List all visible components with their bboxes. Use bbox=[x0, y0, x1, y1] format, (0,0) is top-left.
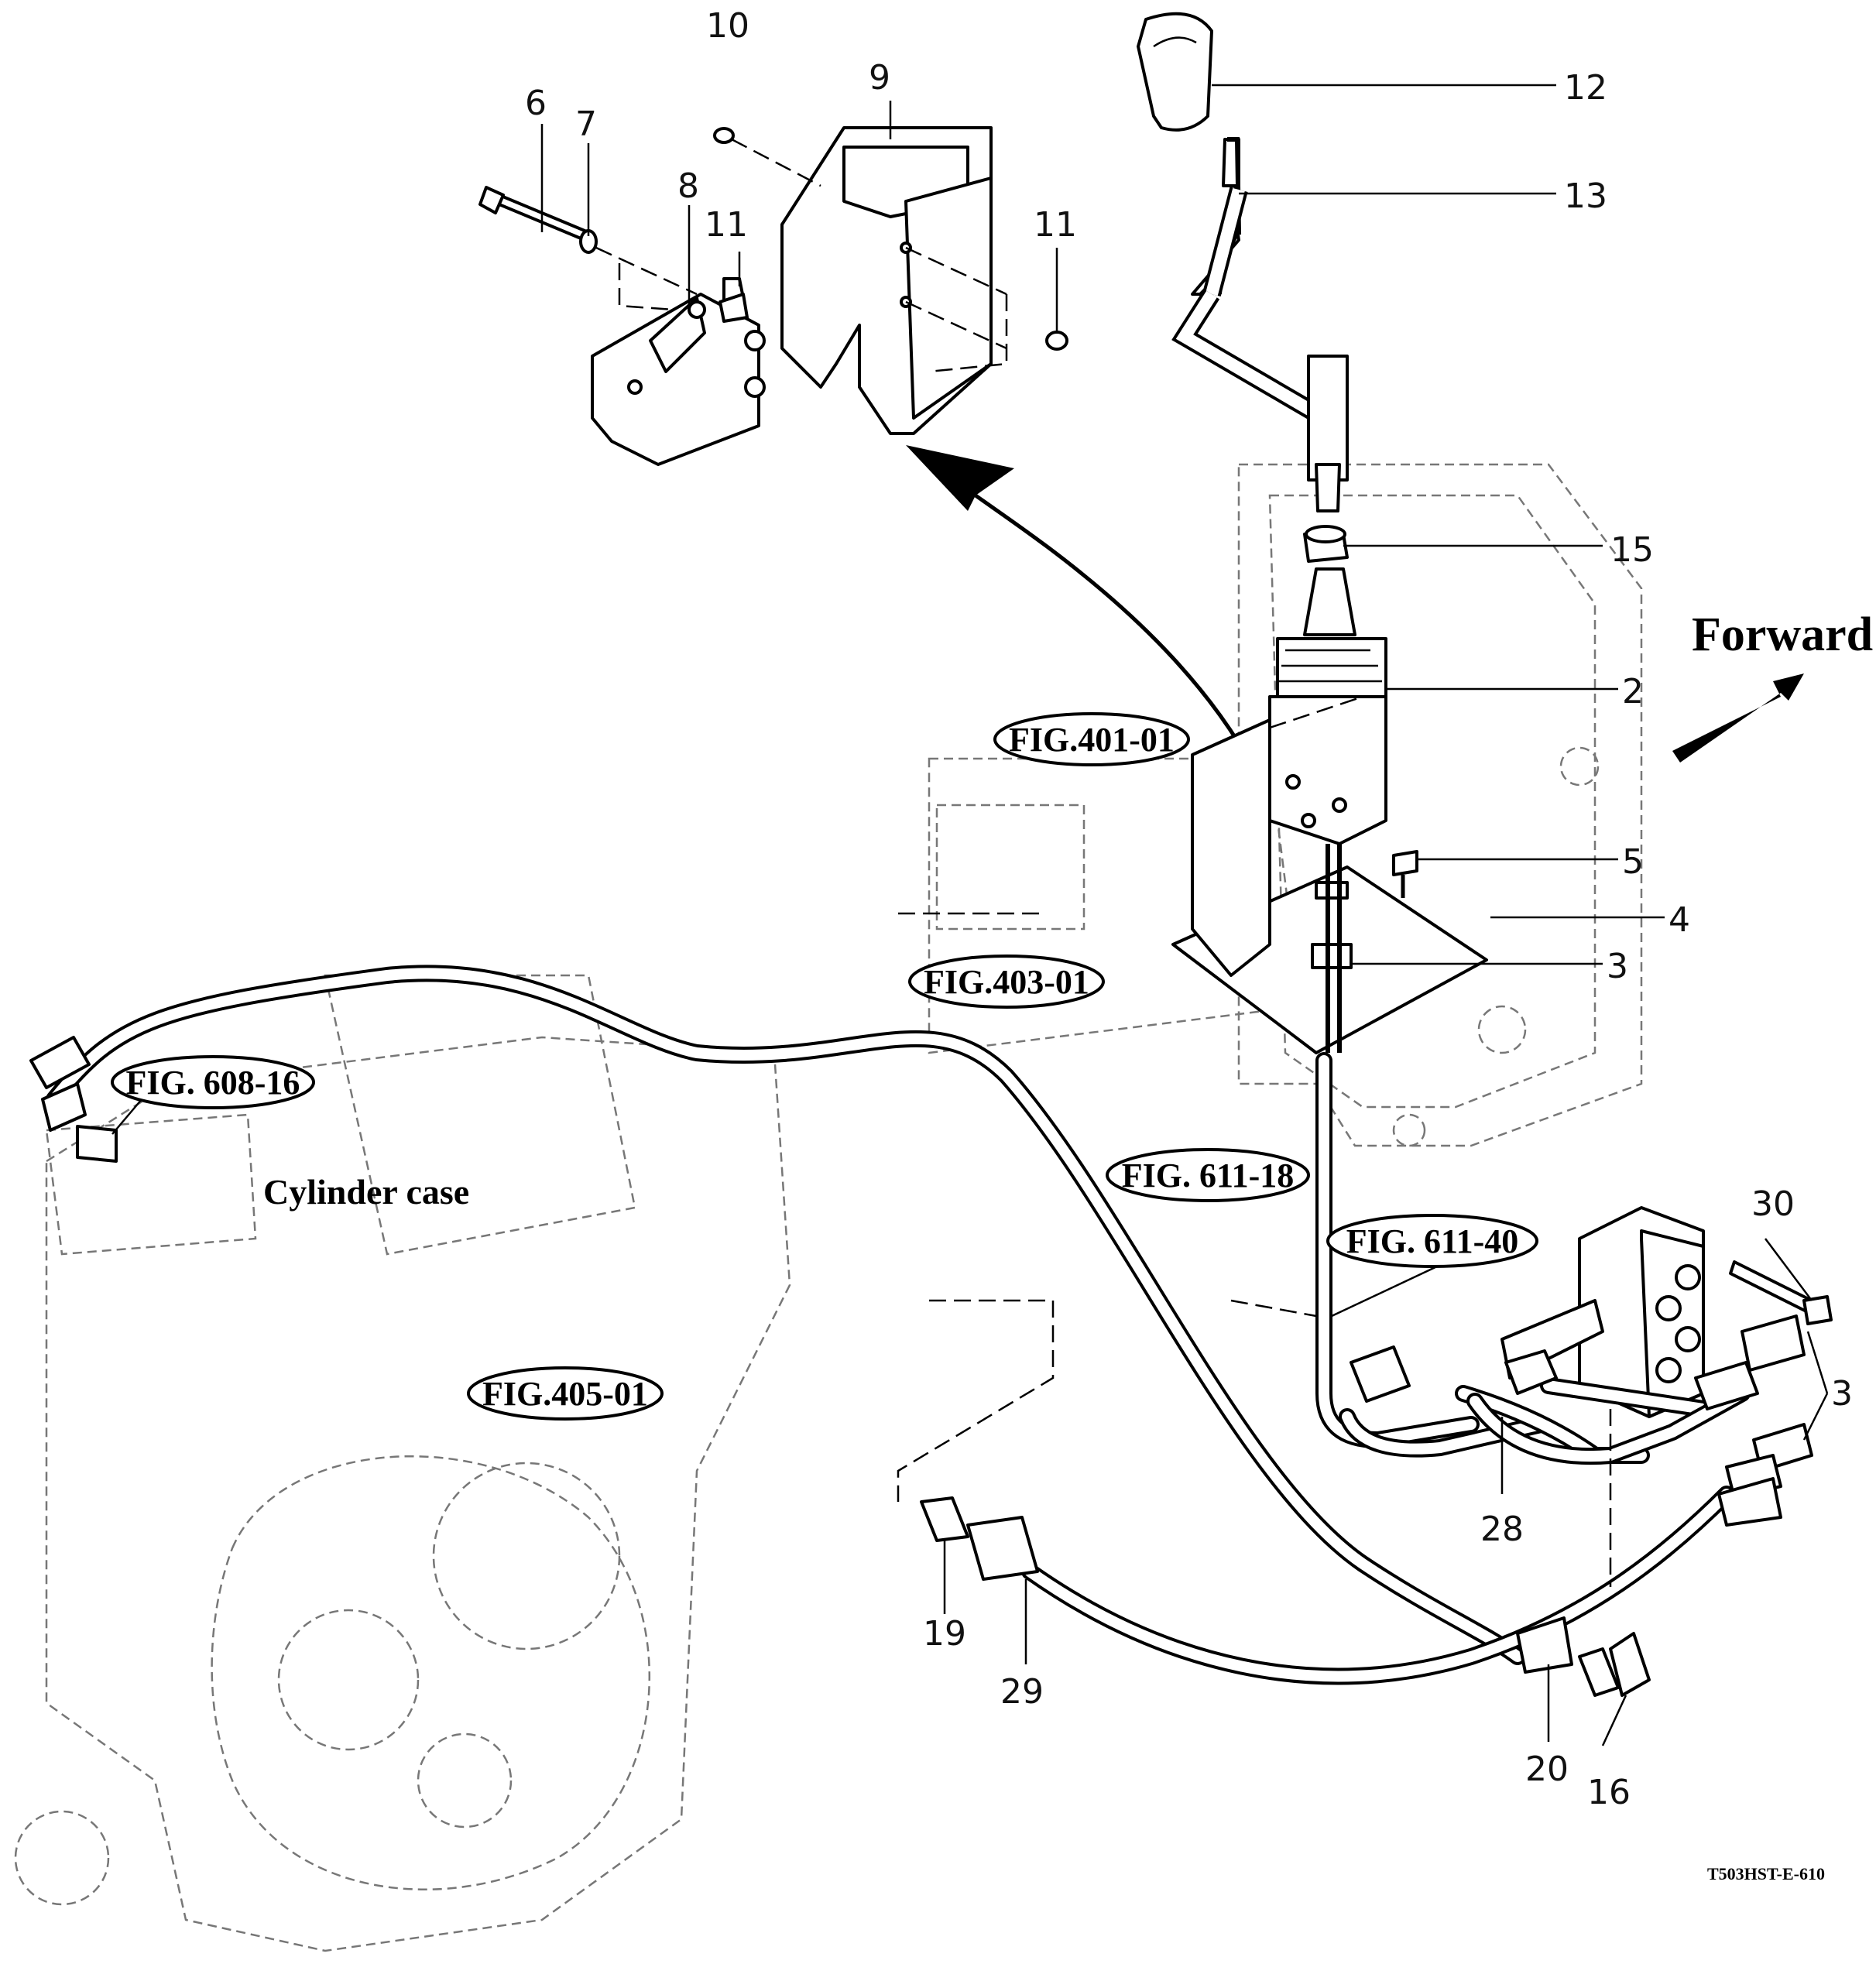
hydraulic-hoses bbox=[46, 965, 1751, 1685]
lever-part-15 bbox=[1171, 137, 1349, 512]
callout-19: 19 bbox=[923, 1614, 966, 1654]
figure-reference-405-01: FIG.405-01 bbox=[467, 1366, 664, 1421]
callout-11-top: 10 bbox=[706, 6, 749, 46]
figure-reference-608-16: FIG. 608-16 bbox=[111, 1055, 315, 1109]
callout-12: 11 bbox=[705, 205, 748, 245]
callout-20: 20 bbox=[1525, 1750, 1569, 1789]
figure-reference-611-18: FIG. 611-18 bbox=[1106, 1148, 1310, 1202]
callout-2: 2 bbox=[1622, 672, 1644, 711]
figure-reference-403-01: FIG.403-01 bbox=[908, 955, 1105, 1009]
callout-13: 12 bbox=[1564, 68, 1607, 108]
clip-part-11 bbox=[713, 127, 1068, 351]
callout-7: 6 bbox=[525, 84, 547, 123]
drawing-code: T503HST-E-610 bbox=[1707, 1864, 1825, 1883]
valve-bolt-part-30 bbox=[1729, 1260, 1833, 1325]
callout-3-bottom: 16 bbox=[1587, 1773, 1631, 1812]
svg-text:FIG.401-01: FIG.401-01 bbox=[1009, 721, 1175, 759]
assembly-dashes bbox=[897, 912, 1612, 1587]
cover-part-10 bbox=[780, 126, 1008, 435]
callout-30: 30 bbox=[1751, 1184, 1795, 1224]
lever-boot-part-2 bbox=[1268, 567, 1387, 845]
forward-arrow-icon bbox=[1672, 673, 1804, 763]
shift-knob-part-13 bbox=[1137, 12, 1213, 132]
callout-11-right: 11 bbox=[1034, 205, 1077, 245]
fittings bbox=[29, 1036, 1813, 1697]
callout-leaders bbox=[111, 84, 1829, 1746]
svg-text:FIG.403-01: FIG.403-01 bbox=[924, 963, 1089, 1001]
svg-text:FIG.405-01: FIG.405-01 bbox=[482, 1375, 648, 1413]
assembly-arrow bbox=[906, 445, 1241, 745]
spring-part-4 bbox=[1311, 844, 1353, 1053]
callout-4: 3 bbox=[1607, 947, 1628, 986]
callout-15: 13 bbox=[1564, 177, 1607, 216]
screw-part-12 bbox=[719, 277, 749, 323]
background-engine-outline bbox=[14, 974, 791, 1952]
svg-text:FIG. 608-16: FIG. 608-16 bbox=[126, 1064, 300, 1102]
callout-9: 8 bbox=[677, 166, 699, 206]
nut-part-16 bbox=[1303, 525, 1349, 563]
bracket-part-9 bbox=[591, 293, 766, 466]
svg-text:FIG. 611-18: FIG. 611-18 bbox=[1122, 1157, 1294, 1194]
callout-28: 28 bbox=[1480, 1510, 1524, 1549]
forward-label: Forward bbox=[1692, 608, 1873, 661]
callout-29: 29 bbox=[1000, 1672, 1044, 1712]
callout-8: 7 bbox=[575, 105, 597, 144]
callout-numbers: 6 7 8 11 10 9 11 12 13 15 2 5 4 3 30 3 2… bbox=[525, 6, 1853, 1812]
bolt-part-7 bbox=[478, 186, 698, 311]
callout-6: 5 bbox=[1622, 842, 1644, 882]
cylinder-case-label: Cylinder case bbox=[263, 1172, 469, 1212]
callout-5: 4 bbox=[1669, 900, 1690, 940]
bolt-part-6 bbox=[1392, 850, 1418, 898]
figure-reference-401-01: FIG.401-01 bbox=[993, 712, 1190, 766]
callout-16: 15 bbox=[1610, 530, 1654, 570]
figure-reference-611-40: FIG. 611-40 bbox=[1326, 1214, 1538, 1268]
svg-text:FIG. 611-40: FIG. 611-40 bbox=[1346, 1222, 1518, 1260]
callout-10: 9 bbox=[869, 58, 890, 98]
callout-3-right: 3 bbox=[1831, 1374, 1853, 1414]
